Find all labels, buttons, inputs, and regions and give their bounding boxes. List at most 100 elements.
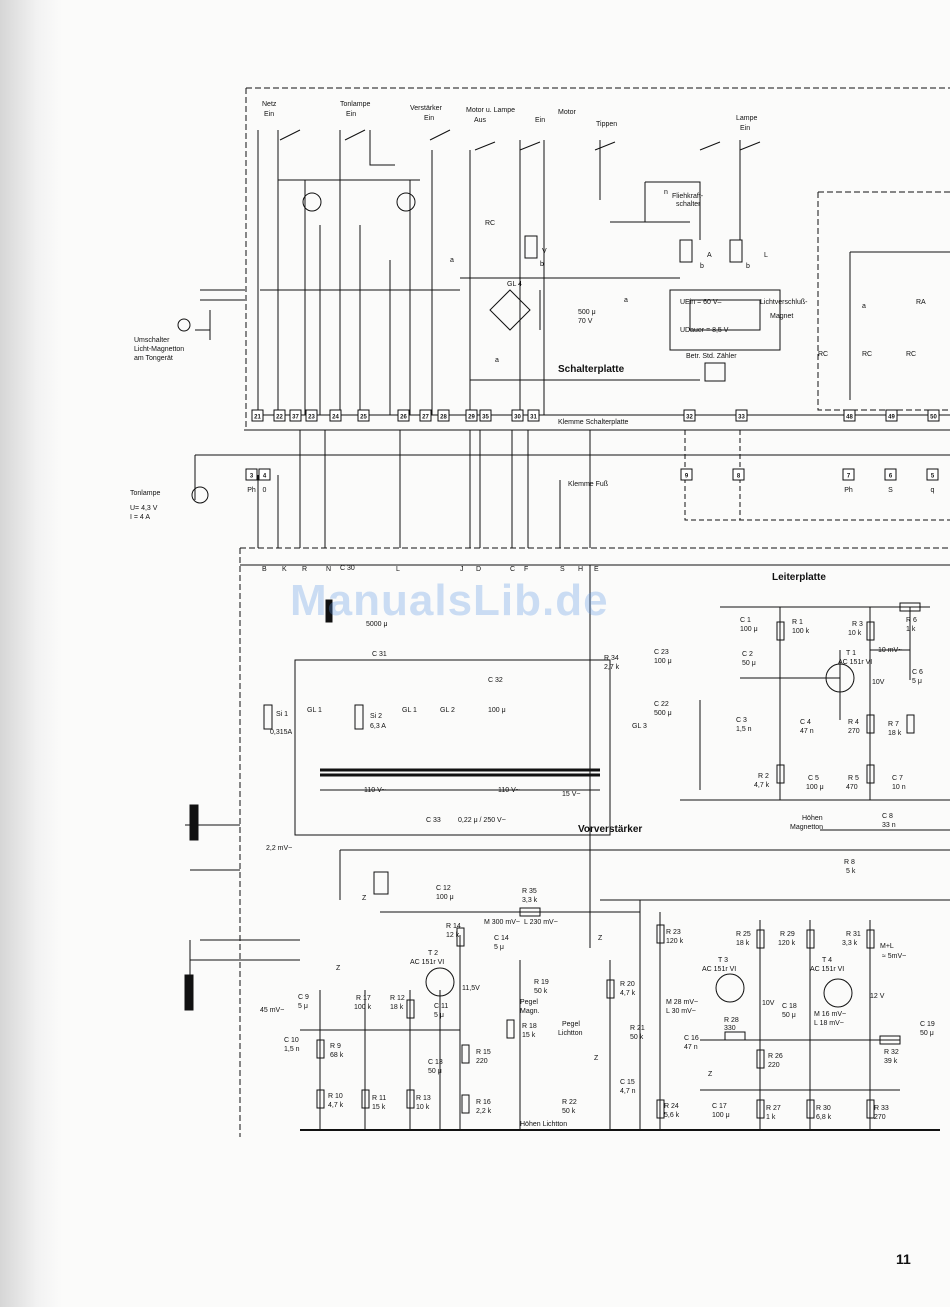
label-r13v: 10 k — [416, 1104, 430, 1111]
label-b-mid: b — [700, 263, 704, 270]
label-r4v: 270 — [848, 728, 860, 735]
label-r13: R 13 — [416, 1095, 431, 1102]
terminal-22: 22 — [276, 415, 283, 421]
terminal-31-box — [527, 409, 540, 422]
terminal-24-box — [329, 409, 342, 422]
label-r5: R 5 — [848, 775, 859, 782]
terminal-28: 28 — [440, 415, 447, 421]
terminal-26: 26 — [400, 415, 407, 421]
label-z-relay: Z — [362, 895, 367, 902]
label-r2: R 2 — [758, 773, 769, 780]
label-m16: M 16 mV~ — [814, 1011, 846, 1018]
label-mv10: 10 mV~ — [878, 647, 902, 654]
fuss-terminal-sub-5: S — [888, 487, 893, 494]
label-r25: R 25 — [736, 931, 751, 938]
title-leiterplatte: Leiterplatte — [772, 572, 826, 583]
label-c5v: 100 μ — [806, 784, 824, 791]
fuss-terminal-3-0-box — [245, 468, 258, 481]
label-c16: C 16 — [684, 1035, 699, 1042]
label-r20v: 4,7 k — [620, 990, 636, 997]
label-c12v: 100 μ — [436, 894, 454, 901]
terminal-27: 27 — [422, 415, 429, 421]
label-schalter: schalter — [676, 201, 701, 208]
label-z-1: Z — [336, 965, 341, 972]
label-umschalter-3: am Tongerät — [134, 355, 173, 362]
terminal-21: 21 — [254, 415, 261, 421]
label-r10v: 4,7 k — [328, 1102, 344, 1109]
label-c17: C 17 — [712, 1103, 727, 1110]
label-c4: C 4 — [800, 719, 811, 726]
label-r5v: 470 — [846, 784, 858, 791]
label-r26: R 26 — [768, 1053, 783, 1060]
label-lampe: Lampe — [736, 115, 758, 122]
label-15v: 15 V~ — [562, 791, 581, 798]
label-v12: 12 V — [870, 993, 885, 1000]
label-r28v: 330 — [724, 1025, 736, 1032]
label-l30: L 30 mV~ — [666, 1008, 696, 1015]
label-c16v: 47 n — [684, 1044, 698, 1051]
label-verstaerker-ein: Ein — [424, 115, 434, 122]
label-c22: C 22 — [654, 701, 669, 708]
plug-pin-N: N — [326, 566, 331, 573]
terminal-30: 30 — [514, 415, 521, 421]
terminal-37: 37 — [292, 415, 299, 421]
terminal-32: 32 — [686, 415, 693, 421]
label-c23: C 23 — [654, 649, 669, 656]
label-r31v: 3,3 k — [842, 940, 858, 947]
label-v115: 11,5V — [462, 985, 480, 992]
terminal-27-box — [419, 409, 432, 422]
label-c15v: 4,7 n — [620, 1088, 636, 1095]
label-c18: C 18 — [782, 1003, 797, 1010]
label-r19: R 19 — [534, 979, 549, 986]
label-c4v: 47 n — [800, 728, 814, 735]
label-c19v: 50 μ — [920, 1030, 934, 1037]
label-r1: R 1 — [792, 619, 803, 626]
title-vorverstaerker: Vorverstärker — [578, 824, 642, 835]
label-r23v: 120 k — [666, 938, 684, 945]
label-gl2: GL 2 — [440, 707, 455, 714]
terminal-50: 50 — [930, 415, 937, 421]
label-r28: R 28 — [724, 1017, 739, 1024]
label-c11v: 5 μ — [434, 1012, 444, 1019]
fuss-terminal-7-4-box — [842, 468, 855, 481]
terminal-35-box — [479, 409, 492, 422]
label-a-low: a — [495, 357, 499, 364]
title-schalterplatte: Schalterplatte — [558, 364, 625, 375]
label-c33v: 0,22 μ / 250 V~ — [458, 817, 506, 824]
label-pegel-magn-1: Pegel — [520, 999, 538, 1006]
label-a-left: a — [450, 257, 454, 264]
label-r35v: 3,3 k — [522, 897, 538, 904]
label-rc-top: RC — [485, 220, 495, 227]
label-n: n — [664, 189, 668, 196]
label-r25v: 18 k — [736, 940, 750, 947]
label-r15: R 15 — [476, 1049, 491, 1056]
watermark: ManualsLib.de — [290, 576, 609, 625]
plug-pin-H: H — [578, 566, 583, 573]
label-c15: C 15 — [620, 1079, 635, 1086]
label-b-left: b — [540, 261, 544, 268]
label-motor-lampe-aus: Aus — [474, 117, 487, 124]
label-c13v: 50 μ — [428, 1068, 442, 1075]
label-r6: R 6 — [906, 617, 917, 624]
terminal-26-box — [397, 409, 410, 422]
terminal-23-box — [305, 409, 318, 422]
label-si2v: 6,3 A — [370, 723, 386, 730]
label-r16v: 2,2 k — [476, 1108, 492, 1115]
label-si2: Si 2 — [370, 713, 382, 720]
title-klemme-fuss: Klemme Fuß — [568, 481, 608, 488]
label-umschalter-2: Licht-Magnetton — [134, 346, 184, 353]
fuss-terminal-sub-6: q — [931, 487, 935, 494]
label-t2: T 2 — [428, 950, 438, 957]
label-udauer: UDauer = 8,5 V– — [680, 327, 732, 334]
terminal-37-box — [289, 409, 302, 422]
label-c2v: 50 μ — [742, 660, 756, 667]
label-r17: R 17 — [356, 995, 371, 1002]
label-mv45: 45 mV~ — [260, 1007, 284, 1014]
plug-pin-D: D — [476, 566, 481, 573]
label-motor-ein: Ein — [535, 117, 545, 124]
label-r33v: 270 — [874, 1114, 886, 1121]
binding-shadow — [0, 0, 62, 1307]
label-ra: RA — [916, 299, 926, 306]
label-tonlampe-left: Tonlampe — [130, 490, 160, 497]
